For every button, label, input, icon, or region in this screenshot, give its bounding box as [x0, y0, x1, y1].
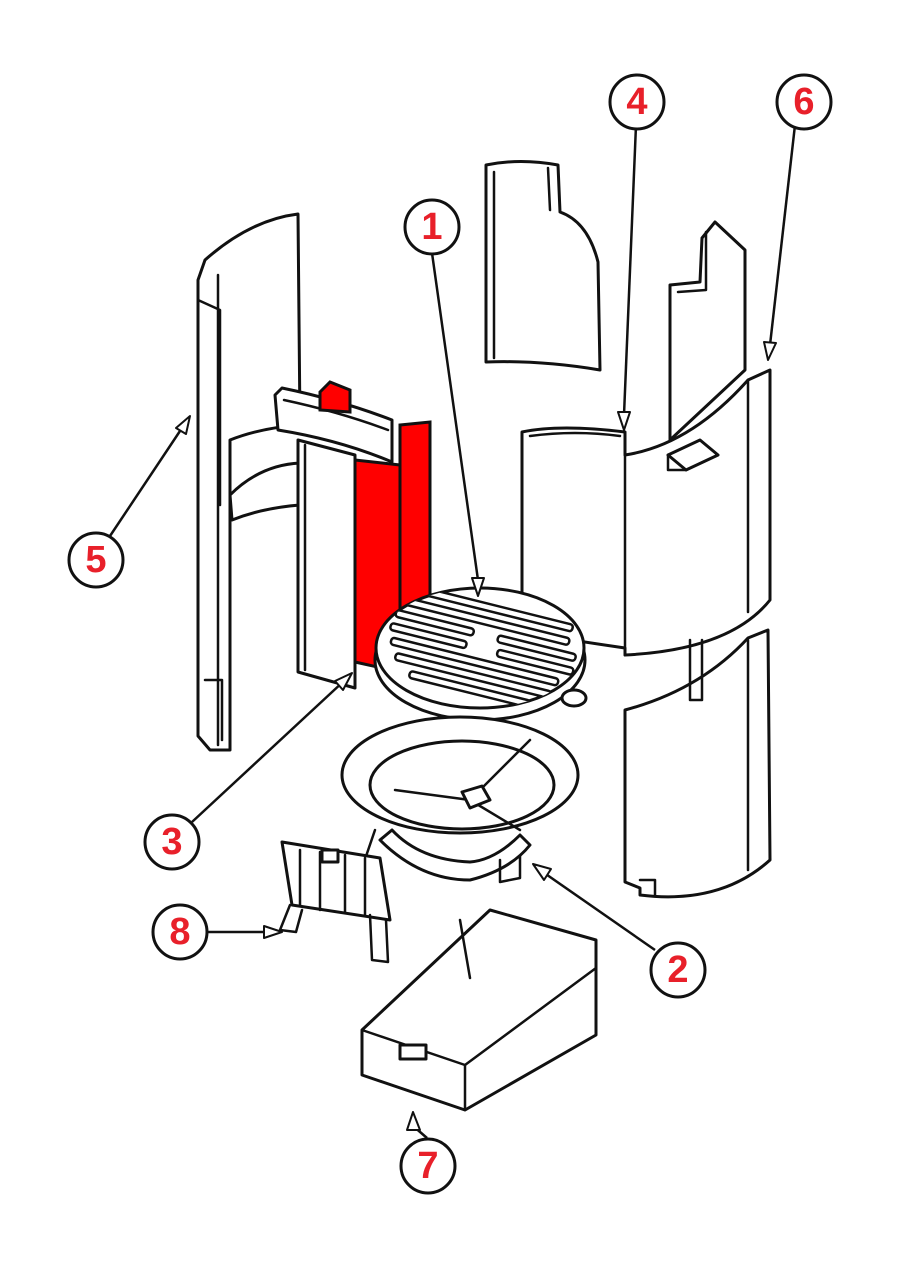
callout-8: 8	[151, 903, 209, 961]
highlighted-brick-top	[318, 380, 352, 414]
right-lower-liner	[623, 628, 772, 899]
grate-ring	[340, 715, 580, 884]
callout-8-label: 8	[169, 911, 190, 953]
callout-4-label: 4	[626, 81, 647, 123]
callout-3-label: 3	[161, 821, 182, 863]
callout-4: 4	[608, 73, 666, 131]
callout-6: 6	[775, 73, 833, 131]
callout-1-label: 1	[421, 206, 442, 248]
callout-7-label: 7	[417, 1145, 438, 1187]
callout-2: 2	[649, 941, 707, 999]
right-top-brick	[668, 220, 747, 442]
ash-pan	[360, 908, 598, 1112]
callout-2-label: 2	[667, 949, 688, 991]
rear-top-brick	[484, 160, 602, 372]
callout-6-label: 6	[793, 81, 814, 123]
right-upper-liner	[520, 368, 772, 657]
leader-lines	[104, 124, 797, 1139]
callout-3: 3	[143, 813, 201, 871]
bracket	[278, 840, 392, 964]
callout-1: 1	[403, 198, 461, 256]
callout-5: 5	[67, 531, 125, 589]
callout-5-label: 5	[85, 539, 106, 581]
callout-7: 7	[399, 1137, 457, 1195]
grate	[373, 586, 588, 722]
left-side-liner	[196, 212, 302, 752]
